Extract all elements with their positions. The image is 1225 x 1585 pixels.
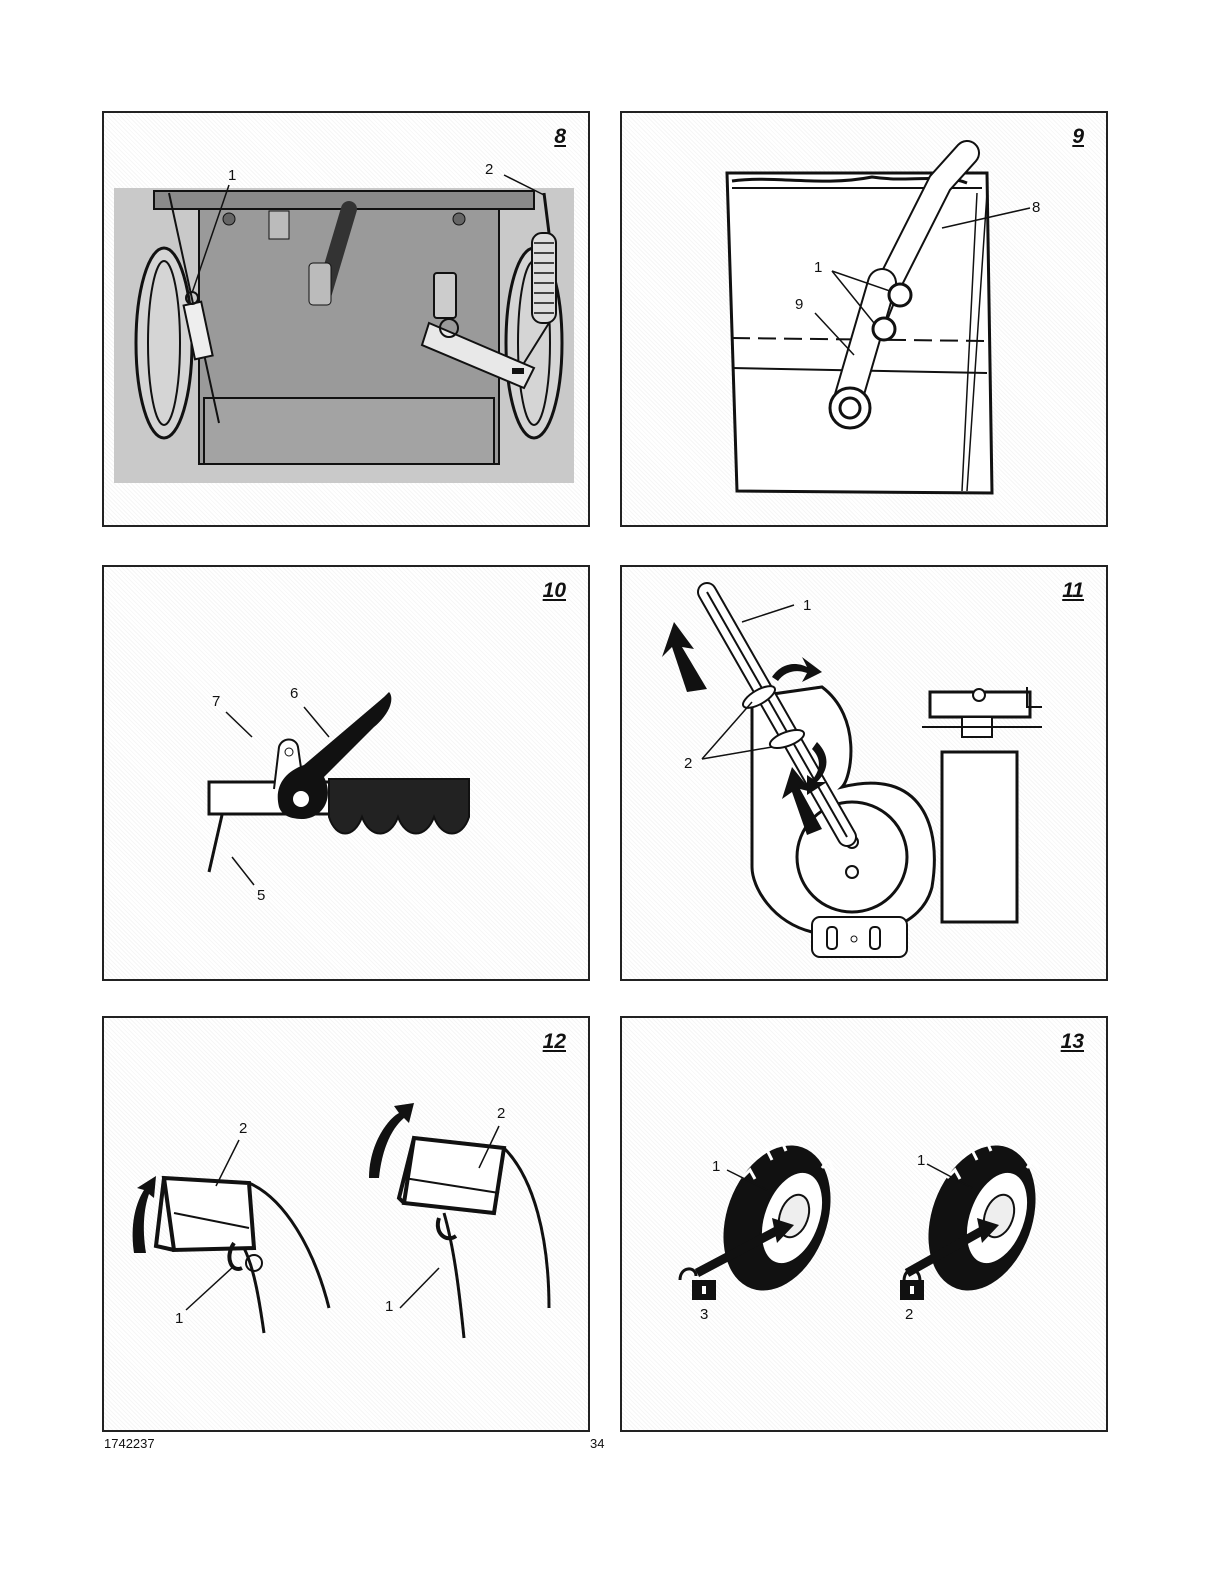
- callout-1: 1: [917, 1152, 925, 1169]
- callout-8: 8: [1032, 199, 1040, 216]
- figure-12-illustration: [104, 1018, 590, 1432]
- callout-1: 1: [228, 167, 236, 184]
- tire-left: [704, 1130, 849, 1305]
- figure-8-illustration: [104, 113, 590, 527]
- callout-2: 2: [684, 755, 692, 772]
- figure-11-illustration: [622, 567, 1108, 981]
- tire-right: [909, 1130, 1054, 1305]
- callout-1: 1: [803, 597, 811, 614]
- figure-11: 11 1 2: [620, 565, 1108, 981]
- page-number: 34: [590, 1436, 604, 1451]
- callout-9: 9: [795, 296, 803, 313]
- callout-1: 1: [175, 1310, 183, 1327]
- figure-10: 10 7 6 5: [102, 565, 590, 981]
- callout-5: 5: [257, 887, 265, 904]
- document-id: 1742237: [104, 1436, 155, 1451]
- figure-8: 8 1: [102, 111, 590, 527]
- callout-7: 7: [212, 693, 220, 710]
- callout-2: 2: [905, 1306, 913, 1323]
- callout-1: 1: [385, 1298, 393, 1315]
- callout-2: 2: [239, 1120, 247, 1137]
- callout-2: 2: [497, 1105, 505, 1122]
- figure-9-illustration: [622, 113, 1108, 527]
- callout-6: 6: [290, 685, 298, 702]
- figure-10-illustration: [104, 567, 590, 981]
- callout-2: 2: [485, 161, 493, 178]
- figure-9: 9 8 1 9: [620, 111, 1108, 527]
- figure-12: 12 2 1 2 1: [102, 1016, 590, 1432]
- callout-3: 3: [700, 1306, 708, 1323]
- figure-13-illustration: [622, 1018, 1108, 1432]
- callout-1: 1: [814, 259, 822, 276]
- callout-1: 1: [712, 1158, 720, 1175]
- figure-13: 1 3 1: [620, 1016, 1108, 1432]
